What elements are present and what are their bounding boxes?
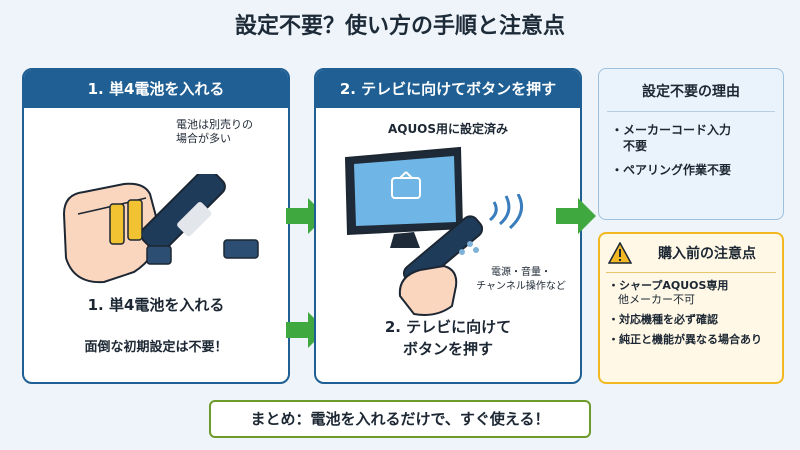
reason-item: ・メーカーコード入力 不要 [611, 123, 732, 153]
operations-note: 電源・音量・ チャンネル操作など [476, 267, 566, 292]
step1-header: 1. 単4電池を入れる [24, 70, 288, 108]
caution-item: ・対応機種を必ず確認 [608, 313, 782, 327]
battery-note: 電池は別売りの 場合が多い [176, 118, 253, 145]
page-title: 設定不要？使い方の手順と注意点 [234, 14, 565, 39]
caution-title: 購入前の注意点 [658, 246, 756, 262]
warning-icon [608, 242, 632, 264]
caution-list: ・シャープAQUOS専用 他メーカー不可 ・対応機種を必ず確認 ・純正と機能が異… [600, 279, 782, 347]
preset-label: AQUOS用に設定済み [387, 122, 509, 136]
caution-item-main: ・シャープAQUOS専用 [608, 279, 729, 292]
reason-box: 設定不要の理由 ・メーカーコード入力 不要 ・ペアリング作業不要 [598, 68, 784, 220]
step2-header: 2. テレビに向けてボタンを押す [316, 70, 580, 108]
step1-caption: 1. 単4電池を入れる [87, 296, 225, 314]
hand-holding-remote-icon [398, 215, 484, 316]
step2-caption: 2. テレビに向けて ボタンを押す [384, 318, 512, 358]
caution-item: ・純正と機能が異なる場合あり [608, 333, 782, 347]
reason-title: 設定不要の理由 [642, 84, 740, 100]
remote-battery-compartment-icon [142, 174, 259, 265]
reason-item: ・ペアリング作業不要 [611, 163, 732, 177]
arrow-right-icon [556, 198, 596, 234]
step2-panel: 2. テレビに向けてボタンを押す AQUOS用に設定済み 電源・音量・ チャンネ… [314, 68, 582, 384]
caution-item-main: ・純正と機能が異なる場合あり [608, 333, 762, 346]
tv-icon [344, 146, 464, 248]
step1-panel: 1. 単4電池を入れる 電池は別売りの 場合が多い 1. 単4電池を入れる 面倒… [22, 68, 290, 384]
caution-item-sub: 他メーカー不可 [618, 293, 695, 306]
caution-item-main: ・対応機種を必ず確認 [608, 313, 718, 326]
caution-box: 購入前の注意点 ・シャープAQUOS専用 他メーカー不可 ・対応機種を必ず確認 … [598, 232, 784, 384]
signal-waves-icon [489, 194, 524, 230]
step1-sub-caption: 面倒な初期設定は不要！ [84, 340, 228, 355]
caution-item: ・シャープAQUOS専用 他メーカー不可 [608, 279, 782, 307]
reason-list: ・メーカーコード入力 不要 ・ペアリング作業不要 [599, 122, 783, 178]
summary-banner: まとめ：電池を入れるだけで、すぐ使える！ [209, 400, 591, 438]
